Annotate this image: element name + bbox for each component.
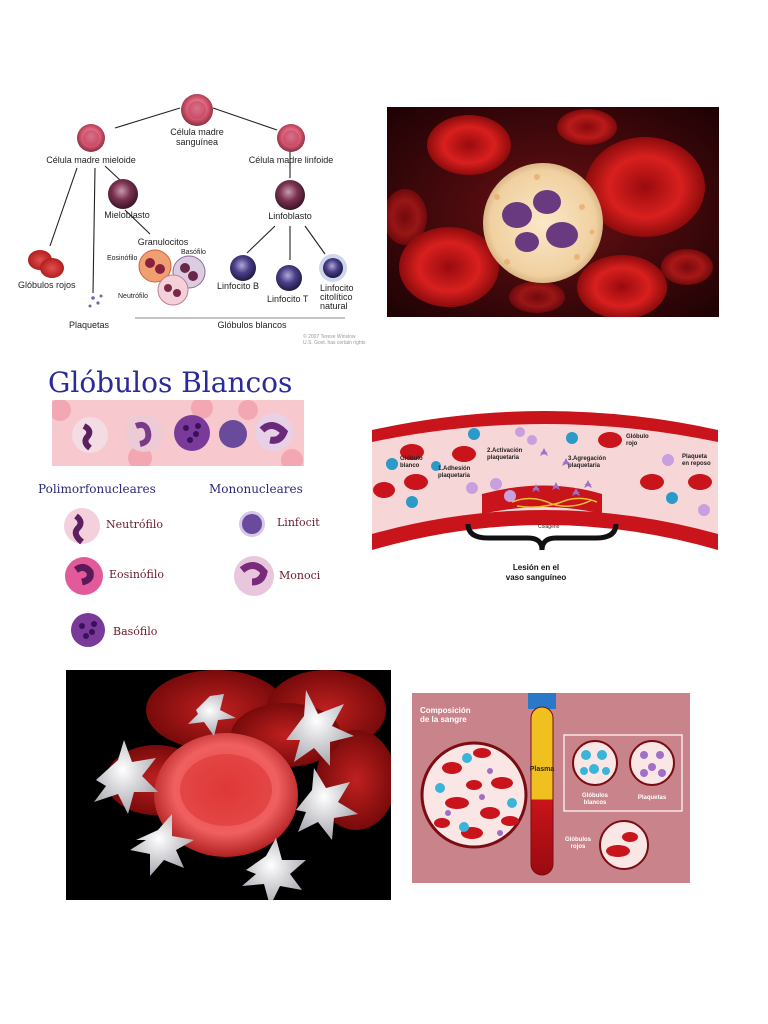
- rbc-label-1: Glóbulo: [626, 434, 649, 440]
- white-cells-title: Glóbulos Blancos: [48, 366, 293, 399]
- vessel-lesion-diagram: Glóbulo blanco 1.Adhesión plaquetaria 2.…: [372, 402, 718, 590]
- lesion-label-2: vaso sanguíneo: [506, 573, 567, 582]
- myeloblast-label: Mieloblasto: [104, 210, 150, 220]
- eosinophil-label: Eosinófilo: [107, 255, 137, 262]
- neutrophil-label: Neutrófilo: [106, 518, 163, 531]
- step2-label-1: 2.Activación: [487, 448, 523, 454]
- lymphocyte-b-label: Linfocito B: [217, 281, 259, 291]
- blood-composition-diagram: Composición de la sangre Plasma Glóbulos…: [412, 693, 690, 883]
- plasma-label: Plasma: [530, 766, 555, 773]
- nk-label-1: Linfocito: [320, 283, 354, 293]
- composition-title-2: de la sangre: [420, 715, 467, 724]
- myeloid-label: Célula madre mieloide: [46, 155, 136, 165]
- hematopoiesis-diagram: Célula madre sanguínea Célula madre miel…: [15, 88, 375, 350]
- step3-label-1: 3.Agregación: [568, 456, 606, 462]
- wbc-label-1: Glóbulos: [582, 793, 609, 799]
- mononuclear-heading: Mononucleares: [209, 482, 303, 496]
- platelets-label: Plaquetas: [638, 795, 667, 801]
- composition-title-1: Composición: [420, 706, 471, 715]
- wbc-label-1: Glóbulo: [400, 456, 423, 462]
- rbc-label-2: rojos: [571, 844, 586, 850]
- basophil-label: Basófilo: [113, 625, 158, 638]
- resting-platelet-label-2: en reposo: [682, 461, 711, 467]
- wbc-label-2: blancos: [584, 800, 607, 806]
- rbc-label: Glóbulos rojos: [18, 280, 76, 290]
- nk-label-2: citolítico: [320, 292, 353, 302]
- platelets-label: Plaquetas: [69, 320, 110, 330]
- polymorphonuclear-heading: Polimorfonucleares: [38, 482, 156, 496]
- eosinophil-label: Eosinófilo: [109, 568, 164, 581]
- step3-label-2: plaquetaria: [568, 463, 601, 469]
- neutrophil-photo: [387, 107, 719, 317]
- step2-label-2: plaquetaria: [487, 455, 520, 461]
- lymphocyte-label: Linfocito: [277, 516, 320, 529]
- lesion-label-1: Lesión en el: [513, 563, 559, 572]
- copyright-2: U.S. Govt. has certain rights: [303, 340, 366, 346]
- step1-label-2: plaquetaria: [438, 473, 471, 479]
- red-cell-platelets-render: [66, 670, 391, 900]
- collagen-label: Colágeno: [538, 524, 560, 530]
- monocyte-label: Monocito: [279, 569, 320, 582]
- lymphoid-label: Célula madre linfoide: [249, 155, 334, 165]
- white-cells-strip: [49, 397, 304, 471]
- stem-cell-label-2: sanguínea: [176, 137, 218, 147]
- rbc-label-2: rojo: [626, 441, 638, 447]
- granulocytes-label: Granulocitos: [138, 237, 189, 247]
- stem-cell-label: Célula madre: [170, 127, 224, 137]
- wbc-label: Glóbulos blancos: [217, 320, 287, 330]
- step1-label-1: 1.Adhesión: [438, 466, 471, 472]
- rbc-label-1: Glóbulos: [565, 837, 592, 843]
- lymphocyte-t-label: Linfocito T: [267, 294, 309, 304]
- copyright-1: © 2007 Terese Winslow: [303, 333, 356, 340]
- neutrophil-label: Neutrófilo: [118, 293, 148, 300]
- lymphoblast-label: Linfoblasto: [268, 211, 312, 221]
- basophil-label: Basófilo: [181, 249, 206, 256]
- resting-platelet-label-1: Plaqueta: [682, 454, 708, 460]
- white-cells-panel: Glóbulos Blancos Polimorfonucleares Mono…: [38, 362, 320, 648]
- wbc-label-2: blanco: [400, 463, 420, 469]
- nk-label-3: natural: [320, 301, 348, 311]
